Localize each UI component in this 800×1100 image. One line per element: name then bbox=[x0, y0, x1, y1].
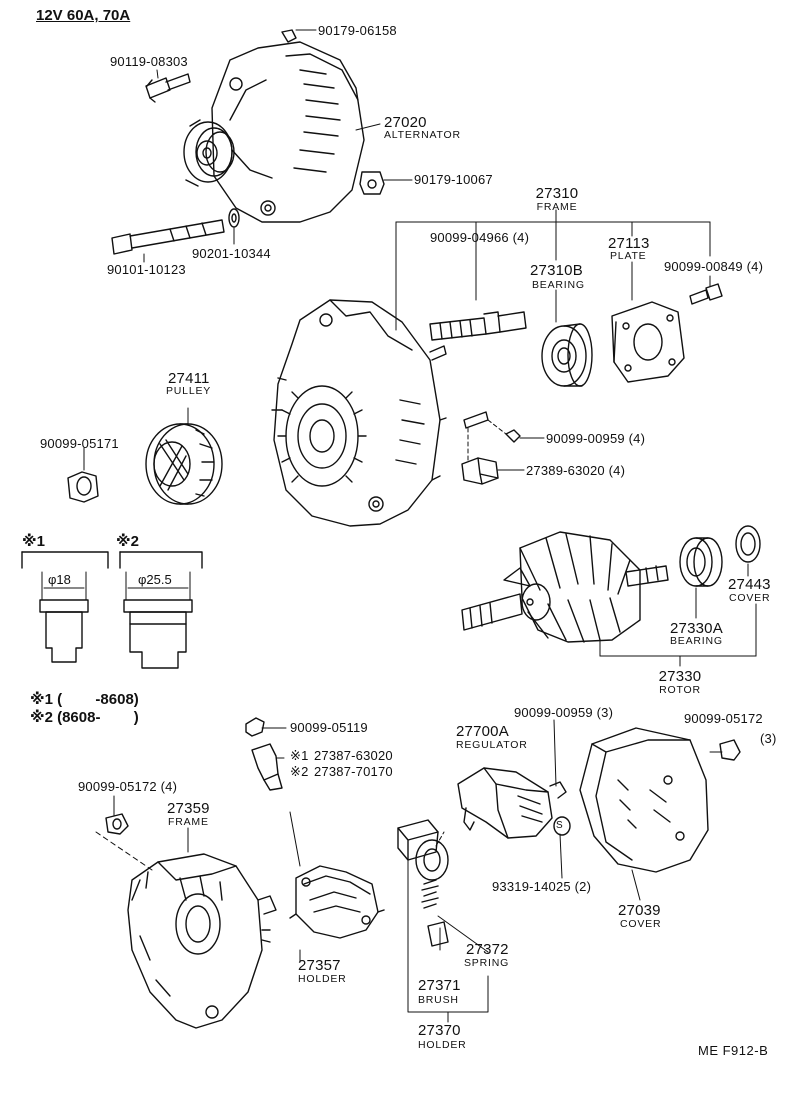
bearing-27330A-drawing bbox=[679, 537, 723, 587]
nut-90179-10067-drawing bbox=[359, 171, 385, 195]
brush-holder-27370-drawing bbox=[397, 819, 449, 947]
part-number-27387-63020: 27387-63020 bbox=[314, 748, 393, 763]
diagram-title: 12V 60A, 70A bbox=[36, 7, 131, 24]
part-number-90201-10344: 90201-10344 bbox=[192, 246, 271, 261]
part-number-90099-05172-right: 90099-05172 bbox=[684, 711, 763, 726]
brush-holder-27357-drawing bbox=[289, 865, 385, 939]
insulator-27389-63020-drawing bbox=[461, 457, 499, 485]
part-name-bearing-27310B: BEARING bbox=[532, 279, 585, 291]
variant-1-detail bbox=[21, 551, 109, 663]
variant-1-key: ※1 bbox=[22, 533, 45, 550]
leader-lines-top bbox=[143, 29, 413, 263]
part-number-90119-08303: 90119-08303 bbox=[110, 54, 188, 69]
part-number-27020: 27020 bbox=[384, 114, 427, 131]
rotor-27330-drawing bbox=[461, 531, 669, 643]
part-number-27359: 27359 bbox=[167, 800, 210, 817]
part-number-27700A: 27700A bbox=[456, 723, 509, 740]
bolt-90099-00959-drawing bbox=[463, 411, 521, 443]
nut-90099-05171-drawing bbox=[67, 447, 99, 503]
part-name-brush: BRUSH bbox=[418, 994, 459, 1006]
part-number-27310B: 27310B bbox=[530, 262, 583, 279]
part-number-27357: 27357 bbox=[298, 957, 341, 974]
alternator-assembly-drawing bbox=[183, 29, 365, 223]
part-number-90179-06158: 90179-06158 bbox=[318, 23, 397, 38]
part-number-90099-05172-left: 90099-05172 (4) bbox=[78, 779, 178, 794]
part-name-holder-27370: HOLDER bbox=[418, 1039, 467, 1051]
screw-90099-00849-drawing bbox=[689, 283, 723, 305]
part-number-90099-05119: 90099-05119 bbox=[290, 720, 368, 735]
part-name-bearing-27330A: BEARING bbox=[670, 635, 723, 647]
regulator-27700A-drawing bbox=[457, 767, 567, 839]
part-name-regulator: REGULATOR bbox=[456, 739, 528, 751]
through-bolt-90101-10123-drawing bbox=[111, 219, 225, 255]
variant-2-range: ※2 (8608- ) bbox=[30, 709, 139, 726]
washer-s-mark: S bbox=[556, 820, 563, 831]
variant-1-diameter: φ18 bbox=[48, 572, 71, 587]
part-number-27443: 27443 bbox=[728, 576, 771, 593]
variant-2-key: ※2 bbox=[116, 533, 139, 550]
quantity-90099-05172-right: (3) bbox=[760, 731, 777, 746]
variant-1-terminal-mark: ※1 bbox=[290, 748, 309, 763]
part-number-27330A: 27330A bbox=[670, 620, 723, 637]
rotor-bracket-lines bbox=[599, 563, 757, 667]
part-name-frame-27310: FRAME bbox=[536, 201, 578, 213]
diagram-code: ME F912-B bbox=[698, 1043, 769, 1058]
drive-end-frame-27310-drawing bbox=[271, 299, 447, 527]
washer-93319-14025-drawing bbox=[553, 816, 571, 836]
part-name-pulley: PULLEY bbox=[166, 385, 212, 397]
part-number-90099-00849: 90099-00849 (4) bbox=[664, 259, 764, 274]
variant-2-diameter: φ25.5 bbox=[138, 572, 172, 587]
variant-1-range: ※1 ( -8608) bbox=[30, 691, 139, 708]
part-name-rotor: ROTOR bbox=[659, 684, 701, 696]
part-number-27411: 27411 bbox=[168, 370, 210, 387]
part-name-alternator: ALTERNATOR bbox=[384, 129, 461, 141]
part-number-27330: 27330 bbox=[658, 668, 702, 685]
terminal-dash-lines bbox=[467, 419, 507, 463]
nut-90099-05172-right-drawing bbox=[719, 739, 741, 761]
part-number-90099-04966: 90099-04966 (4) bbox=[430, 230, 530, 245]
variant-2-terminal-mark: ※2 bbox=[290, 764, 309, 779]
cover-27443-drawing bbox=[735, 525, 761, 563]
part-number-27372: 27372 bbox=[466, 941, 509, 958]
part-name-frame-27359: FRAME bbox=[168, 816, 209, 828]
leader-lines-terminals bbox=[497, 437, 545, 471]
stud-90099-04966-drawing bbox=[429, 311, 527, 341]
part-number-90099-05171: 90099-05171 bbox=[40, 436, 119, 451]
leader-lines-lower bbox=[113, 719, 723, 1023]
bolt-90119-08303-drawing bbox=[145, 73, 191, 103]
part-number-90101-10123: 90101-10123 bbox=[107, 262, 186, 277]
part-number-27371: 27371 bbox=[418, 977, 461, 994]
part-number-27387-70170: 27387-70170 bbox=[314, 764, 393, 779]
washer-90201-10344-drawing bbox=[228, 208, 240, 228]
part-name-cover-27443: COVER bbox=[729, 592, 771, 604]
part-number-90179-10067: 90179-10067 bbox=[414, 172, 493, 187]
bearing-27310B-drawing bbox=[541, 323, 593, 387]
part-number-27370: 27370 bbox=[418, 1022, 461, 1039]
holder-dash-line bbox=[435, 831, 445, 847]
part-number-93319-14025: 93319-14025 (2) bbox=[492, 879, 592, 894]
variant-2-detail bbox=[119, 551, 203, 669]
plate-27113-drawing bbox=[611, 301, 685, 383]
nut-90099-05172-left-drawing bbox=[105, 813, 129, 835]
part-number-90099-00959-a: 90099-00959 (4) bbox=[546, 431, 646, 446]
rear-cover-27039-drawing bbox=[579, 727, 709, 873]
frame-27310-bracket-lines bbox=[395, 209, 711, 331]
rear-frame-27359-drawing bbox=[127, 853, 277, 1029]
part-number-90099-00959-b: 90099-00959 (3) bbox=[514, 705, 614, 720]
part-number-27039: 27039 bbox=[618, 902, 661, 919]
nut-90099-05119-drawing bbox=[245, 717, 265, 737]
part-name-holder-27357: HOLDER bbox=[298, 973, 347, 985]
part-number-27389-63020: 27389-63020 (4) bbox=[526, 463, 626, 478]
part-name-plate: PLATE bbox=[610, 250, 647, 262]
part-name-cover-27039: COVER bbox=[620, 918, 662, 930]
pulley-27411-drawing bbox=[145, 407, 223, 505]
terminal-insulator-27387-drawing bbox=[251, 743, 301, 867]
part-name-spring: SPRING bbox=[464, 957, 510, 969]
part-number-27113: 27113 bbox=[608, 235, 650, 252]
part-number-27310: 27310 bbox=[535, 185, 579, 202]
frame-dash-line bbox=[95, 831, 153, 871]
